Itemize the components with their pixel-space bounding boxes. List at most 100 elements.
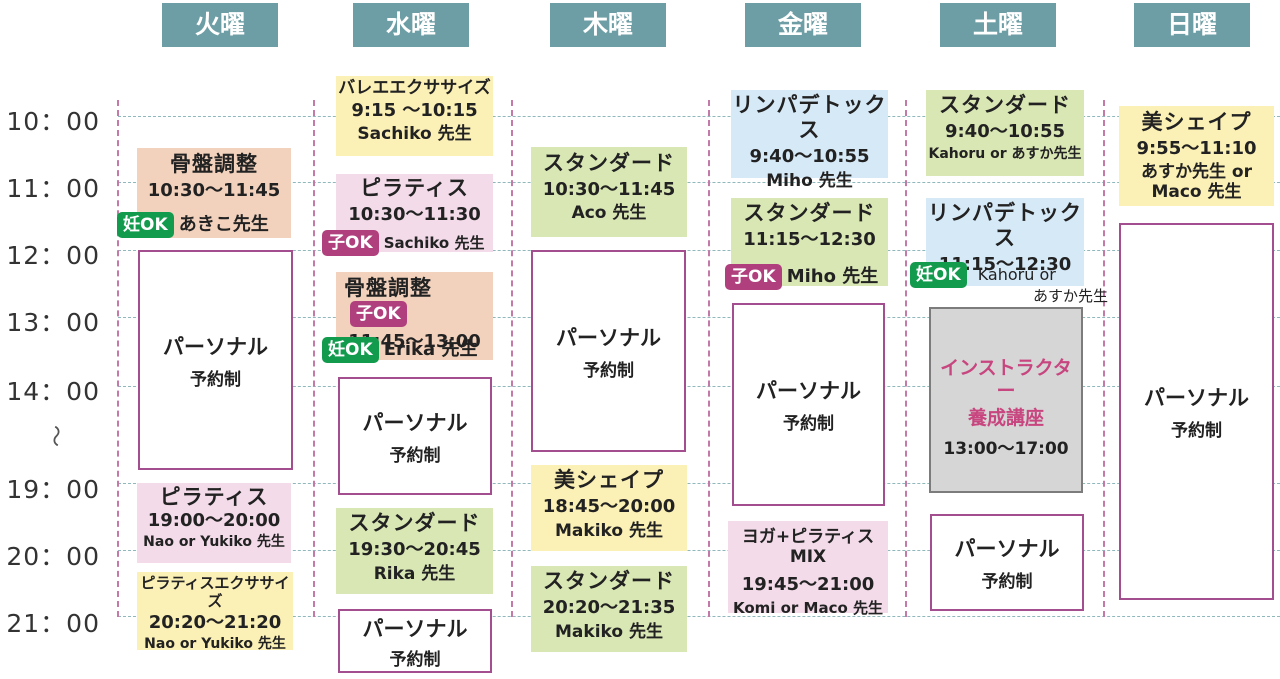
- column-divider: [117, 100, 119, 617]
- class-instructor: あきこ先生: [178, 214, 269, 235]
- class-title: リンパデトックス: [732, 93, 887, 143]
- class-title: 美シェイプ: [1141, 110, 1252, 134]
- header-tuesday: 火曜: [162, 3, 278, 47]
- class-time: 18:45～20:00: [542, 496, 676, 518]
- personal-title: パーソナル: [362, 410, 468, 435]
- class-wed-pilates-footer: 子OK Sachiko 先生: [322, 230, 502, 256]
- personal-title: パーソナル: [756, 379, 861, 403]
- personal-sub: 予約制: [583, 360, 634, 381]
- personal-thu[interactable]: パーソナル 予約制: [531, 250, 686, 452]
- class-thu-standard-night[interactable]: スタンダード 20:20～21:35 Makiko 先生: [531, 566, 687, 652]
- class-wed-standard[interactable]: スタンダード 19:30～20:45 Rika 先生: [336, 508, 493, 594]
- class-time: 19:00～20:00: [147, 510, 281, 532]
- personal-sat[interactable]: パーソナル 予約制: [930, 514, 1084, 611]
- personal-wed[interactable]: パーソナル 予約制: [338, 377, 492, 495]
- column-divider: [1103, 100, 1105, 617]
- class-time: 10:30～11:45: [147, 180, 281, 202]
- personal-sub: 予約制: [389, 445, 441, 466]
- personal-sun[interactable]: パーソナル 予約制: [1119, 223, 1274, 600]
- class-fri-lymph[interactable]: リンパデトックス 9:40～10:55 Miho 先生: [731, 90, 888, 191]
- column-divider: [511, 100, 513, 617]
- child-ok-badge: 子OK: [322, 230, 379, 256]
- class-wed-pelvis-footer: 妊OK Erika 先生: [322, 335, 502, 363]
- personal-fri[interactable]: パーソナル 予約制: [732, 303, 885, 506]
- class-title: スタンダード: [939, 93, 1071, 117]
- gridline-10: [118, 116, 1280, 117]
- header-wednesday: 水曜: [353, 3, 469, 47]
- class-time: 20:20～21:20: [148, 612, 282, 633]
- header-saturday: 土曜: [940, 3, 1056, 47]
- class-time: 11:15～12:30: [938, 254, 1072, 276]
- column-divider: [313, 100, 315, 617]
- class-wed-ballet[interactable]: バレエエクササイズ 9:15 ～10:15 Sachiko 先生: [336, 76, 493, 156]
- class-time: 19:30～20:45: [348, 539, 481, 561]
- personal-sub: 予約制: [190, 369, 241, 390]
- class-instructor: Nao or Yukiko 先生: [143, 533, 285, 550]
- time-label-12: 12：00: [6, 241, 100, 270]
- training-title-2: 養成講座: [967, 406, 1044, 429]
- class-fri-standard-footer: 子OK Miho 先生: [725, 262, 890, 290]
- class-tue-pilates[interactable]: ピラティス 19:00～20:00 Nao or Yukiko 先生: [137, 483, 291, 563]
- time-label-11: 11：00: [6, 174, 100, 203]
- time-label-10: 10：00: [6, 107, 100, 136]
- personal-sub: 予約制: [389, 649, 441, 670]
- gridline-11: [118, 182, 1280, 183]
- class-fri-standard[interactable]: スタンダード 11:15～12:30: [731, 198, 888, 286]
- gridline-14: [118, 386, 1280, 387]
- class-time: 9:40～10:55: [944, 121, 1066, 143]
- class-title: ピラティスエクササイズ: [140, 574, 290, 610]
- class-time: 20:20～21:35: [542, 597, 676, 619]
- class-sat-standard[interactable]: スタンダード 9:40～10:55 Kahoru or あすか先生: [926, 90, 1084, 176]
- personal-sub: 予約制: [981, 572, 1033, 592]
- class-instructor: Miho 先生: [786, 266, 879, 287]
- class-instructor: Kahoru or あすか先生: [928, 145, 1082, 162]
- class-time: 9:15 ～10:15: [351, 100, 478, 122]
- training-time: 13:00～17:00: [943, 439, 1069, 460]
- class-thu-bishape[interactable]: 美シェイプ 18:45～20:00 Makiko 先生: [531, 465, 687, 551]
- class-title: ピラティス: [360, 176, 469, 200]
- class-title: 骨盤調整: [344, 276, 432, 300]
- class-title: バレエエクササイズ: [338, 78, 491, 98]
- personal-wed-night[interactable]: パーソナル 予約制: [338, 609, 492, 673]
- class-title: ヨガ+ピラティスMIX: [741, 527, 875, 568]
- time-label-14: 14：00: [6, 377, 100, 406]
- gridline-19: [118, 483, 1280, 484]
- time-label-13: 13：00: [6, 308, 100, 337]
- class-title: スタンダード: [743, 201, 876, 225]
- class-title: 骨盤調整: [170, 152, 258, 176]
- personal-tue[interactable]: パーソナル 予約制: [138, 250, 293, 470]
- class-title: スタンダード: [543, 569, 675, 593]
- personal-sub: 予約制: [783, 414, 834, 434]
- class-title: スタンダード: [543, 151, 675, 175]
- time-label-20: 20：00: [6, 542, 100, 571]
- class-instructor: Makiko 先生: [555, 520, 663, 541]
- class-instructor-line2: Maco 先生: [1151, 182, 1242, 203]
- class-title: ピラティス: [159, 485, 269, 509]
- class-instructor: Makiko 先生: [555, 621, 663, 642]
- class-instructor: Nao or Yukiko 先生: [144, 635, 286, 652]
- gridline-20: [118, 550, 1280, 551]
- class-tue-pilates-exercise[interactable]: ピラティスエクササイズ 20:20～21:20 Nao or Yukiko 先生: [137, 572, 293, 652]
- class-time: 9:55～11:10: [1136, 138, 1257, 160]
- class-sun-bishape[interactable]: 美シェイプ 9:55～11:10 あすか先生 or Maco 先生: [1119, 106, 1274, 206]
- pregnant-ok-badge: 妊OK: [322, 337, 379, 363]
- class-instructor: あすか先生 or: [1141, 161, 1252, 182]
- class-thu-standard[interactable]: スタンダード 10:30～11:45 Aco 先生: [531, 147, 687, 237]
- class-instructor: Komi or Maco 先生: [732, 599, 884, 618]
- header-thursday: 木曜: [550, 3, 666, 47]
- personal-title: パーソナル: [362, 616, 468, 641]
- class-sat-lymph-footer: 妊OK Kahoru or: [910, 262, 1110, 288]
- column-divider: [708, 100, 710, 617]
- class-title: スタンダード: [348, 511, 481, 535]
- header-sunday: 日曜: [1134, 3, 1250, 47]
- instructor-training-course[interactable]: インストラクター 養成講座 13:00～17:00: [929, 307, 1083, 493]
- class-time: 10:30～11:45: [542, 179, 676, 201]
- class-fri-yoga-pilates[interactable]: ヨガ+ピラティスMIX 19:45～21:00 Komi or Maco 先生: [728, 521, 888, 617]
- personal-sub: 予約制: [1171, 421, 1222, 441]
- training-title-1: インストラクター: [940, 357, 1072, 402]
- class-instructor: Aco 先生: [571, 202, 647, 223]
- personal-title: パーソナル: [954, 537, 1060, 561]
- gridline-21: [118, 616, 1280, 617]
- class-instructor: Rika 先生: [373, 563, 456, 584]
- class-time: 10:30～11:30: [348, 204, 481, 226]
